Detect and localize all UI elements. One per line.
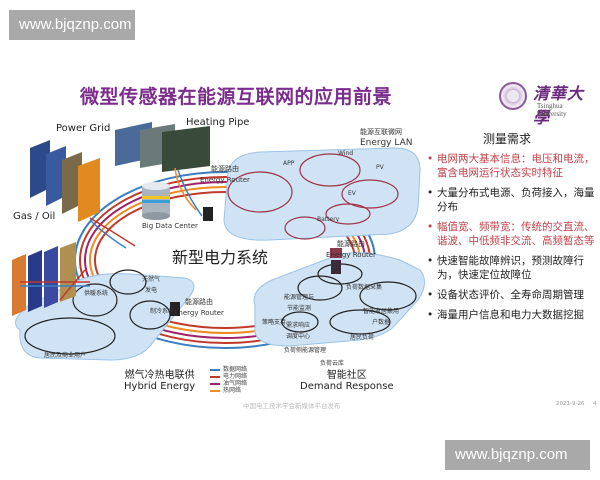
legend-swatch-power (210, 375, 220, 378)
demand-node-dispatch: 需求响应调度中心 (285, 322, 310, 340)
lan-node-battery: Battery (317, 216, 340, 223)
legend-swatch-heat (210, 389, 220, 392)
demand-node-load-side: 负荷侧能源管理 (284, 347, 327, 354)
hybrid-node-users: 居民及商业用户 (44, 352, 87, 359)
label-demand-response: 智能社区 Demand Response (300, 370, 394, 392)
legend-row: 油气网络 (210, 380, 247, 387)
university-logo: 清華大學 Tsinghua University (497, 80, 593, 127)
hybrid-node-cooling: 制冷系统 (150, 308, 175, 315)
lan-node-app: APP (283, 160, 295, 167)
demand-node-resident-load: 居民负荷 (350, 334, 375, 341)
label-new-power-system: 新型电力系统 (172, 248, 269, 267)
demand-node-load-cloud: 负荷云库 (320, 360, 345, 367)
network-legend: 数据网络 电力网络 油气网络 热网络 (210, 366, 247, 394)
watermark-bottom: www.bjqznp.com (445, 440, 590, 470)
footer-page-number: 4 (593, 401, 597, 407)
demand-node-energy-mgmt: 能源管理与节能监测 (284, 294, 315, 312)
legend-swatch-data (210, 368, 220, 371)
demand-node-load-data: 负荷数据采集 (346, 284, 383, 291)
watermark-top: www.bjqznp.com (9, 10, 135, 40)
bullet-item: 电网两大基本信息：电压和电流，富含电网运行状态实时特征 (426, 152, 598, 180)
bullet-item: 设备状态评价、全寿命周期管理 (426, 288, 598, 302)
label-power-grid: Power Grid (56, 123, 111, 134)
lan-node-wind: Wind (338, 150, 354, 157)
label-energy-lan: 能源互联微网 Energy LAN (360, 128, 413, 148)
label-big-data-center: Big Data Center (142, 222, 198, 230)
footer-date: 2021-9-26 (556, 401, 585, 407)
logo-english: Tsinghua University (537, 102, 567, 118)
hybrid-node-gas-power: 天然气发电 (141, 276, 160, 294)
bullet-item: 海量用户信息和电力大数据挖掘 (426, 308, 598, 322)
label-gas-oil: Gas / Oil (13, 211, 56, 222)
legend-row: 电力网络 (210, 373, 247, 380)
hybrid-node-heating: 供暖系统 (84, 290, 109, 297)
legend-row: 数据网络 (210, 366, 247, 373)
database-icon (142, 182, 170, 220)
lan-node-ev: EV (348, 190, 356, 197)
label-heating-pipe: Heating Pipe (186, 117, 250, 128)
network-lines-graphic (12, 122, 425, 361)
label-hybrid-energy: 燃气冷热电联供 Hybrid Energy (124, 370, 196, 392)
energy-internet-diagram: Power Grid Heating Pipe Gas / Oil Big Da… (0, 110, 430, 400)
panel-title: 测量需求 (482, 132, 531, 146)
lan-node-pv: PV (376, 164, 384, 171)
legend-swatch-gas (210, 382, 220, 385)
bullet-item: 幅值宽、频带宽：传统的交直流、谐波、中低频非交流、高频暂态等 (426, 220, 598, 248)
demand-node-smart-home: 智能家居集用户数据 (362, 308, 399, 326)
bullet-item: 快速智能故障辨识，预测故障行为，快速定位故障位 (426, 254, 598, 282)
bullet-item: 大量分布式电源、负荷接入，海量分布 (426, 186, 598, 214)
demand-node-strategy: 策略支持 (262, 319, 287, 326)
logo-chinese: 清華大學 (533, 84, 585, 127)
legend-row: 热网络 (210, 387, 247, 394)
slide-title: 微型传感器在能源互联网的应用前景 (80, 86, 393, 108)
measurement-needs-panel: 测量需求 电网两大基本信息：电压和电流，富含电网运行状态实时特征 大量分布式电源… (426, 132, 598, 328)
footer-publisher: 中国电工技术学会新媒体平台发布 (243, 402, 341, 410)
seal-icon (499, 82, 527, 110)
